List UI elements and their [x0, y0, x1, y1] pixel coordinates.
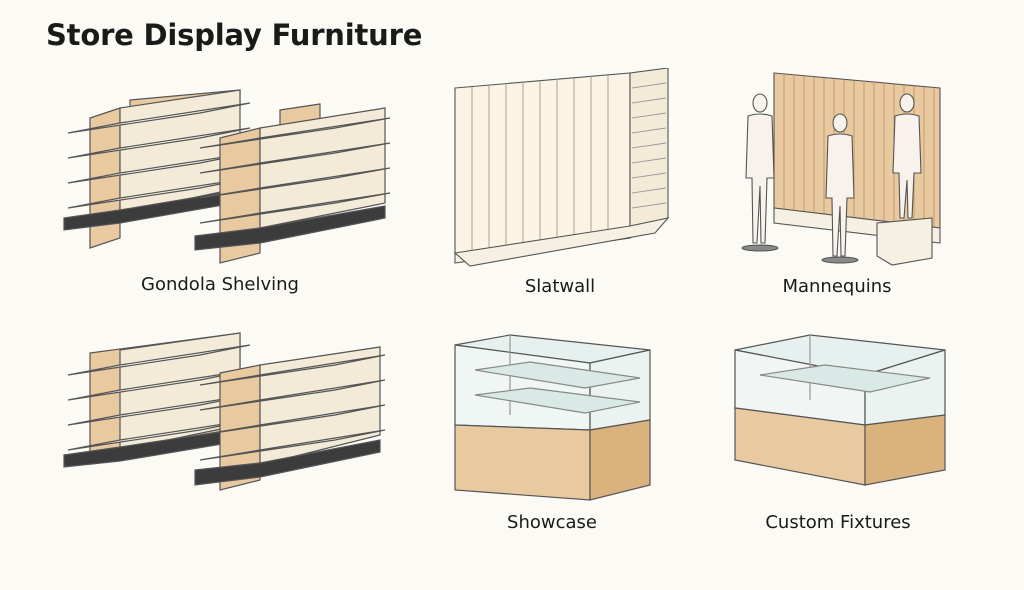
item-label-gondola-shelving: Gondola Shelving	[141, 274, 299, 295]
slatwall-icon	[453, 68, 670, 267]
mannequins-icon	[741, 72, 941, 266]
item-label-slatwall: Slatwall	[524, 276, 596, 297]
item-label-mannequins: Mannequins	[782, 276, 892, 297]
gondola-shelving-icon	[63, 332, 386, 491]
gondola-shelving-card-alt	[50, 325, 386, 585]
item-label-showcase: Showcase	[507, 512, 597, 533]
custom-fixtures-icon	[734, 334, 946, 486]
slatwall-card: Slatwall	[400, 68, 700, 328]
gondola-shelving-card: Gondola Shelving	[50, 78, 391, 338]
showcase-icon	[454, 334, 651, 501]
mannequins-card: Mannequins	[722, 68, 1022, 328]
item-label-custom-fixtures: Custom Fixtures	[765, 512, 911, 533]
gondola-shelving-icon	[63, 89, 391, 264]
custom-fixtures-card: Custom Fixtures	[730, 330, 1024, 590]
page-title: Store Display Furniture	[46, 18, 423, 52]
showcase-card: Showcase	[450, 330, 750, 590]
